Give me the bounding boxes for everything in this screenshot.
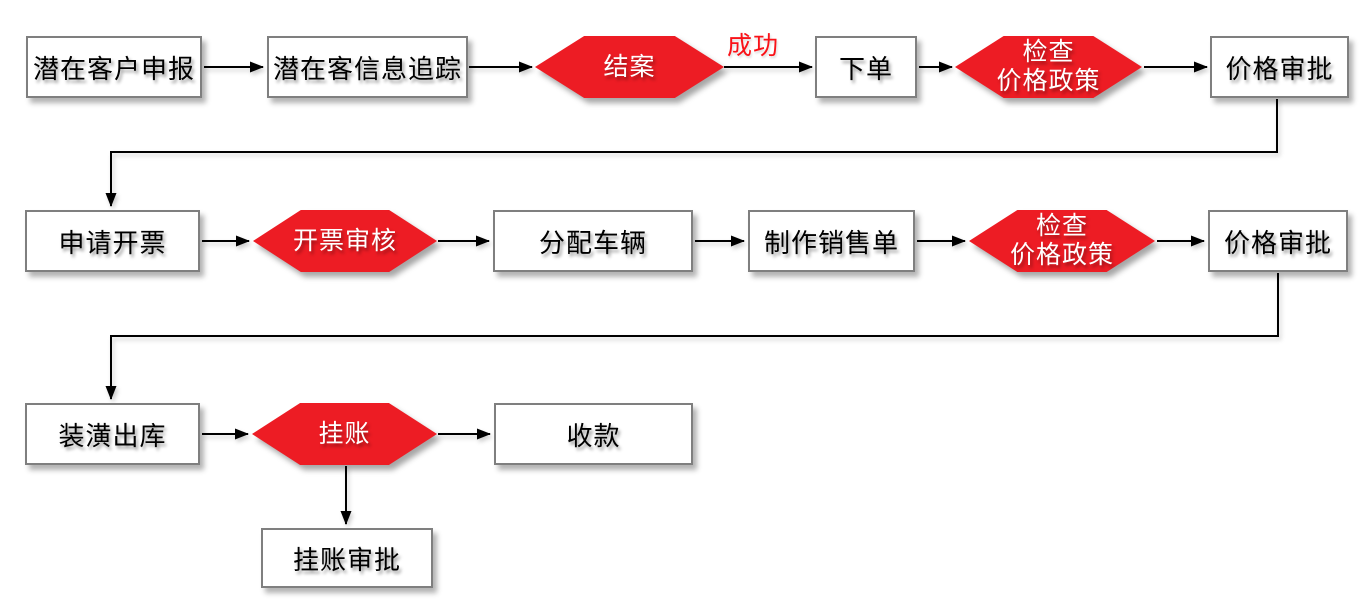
node-place-order: 下单 xyxy=(815,36,917,98)
edge-price-approval-1-to-apply-invoice xyxy=(105,99,1278,207)
node-make-sales-order: 制作销售单 xyxy=(748,210,915,272)
node-on-account-decision: 挂账 xyxy=(252,403,437,465)
edge-label-success: 成功 xyxy=(727,32,780,60)
node-potential-customer-declaration: 潜在客户申报 xyxy=(26,36,202,98)
node-price-approval-1: 价格审批 xyxy=(1210,36,1349,98)
node-price-approval-2: 价格审批 xyxy=(1208,210,1348,272)
node-assign-vehicle: 分配车辆 xyxy=(493,210,693,272)
check-price-policy-hexagon-1: 检查 价格政策 xyxy=(955,36,1142,98)
node-decoration-outbound: 装潢出库 xyxy=(25,403,200,465)
node-check-price-policy-2: 检查 价格政策 xyxy=(969,210,1155,272)
node-invoice-review-decision: 开票审核 xyxy=(253,210,437,272)
check-price-policy-hexagon-2: 检查 价格政策 xyxy=(969,210,1155,272)
node-receive-payment: 收款 xyxy=(494,403,693,465)
invoice-review-hexagon: 开票审核 xyxy=(253,210,437,272)
node-check-price-policy-1: 检查 价格政策 xyxy=(955,36,1142,98)
node-apply-invoice: 申请开票 xyxy=(25,210,200,272)
close-case-hexagon: 结案 xyxy=(535,36,724,98)
node-potential-customer-info-tracking: 潜在客信息追踪 xyxy=(267,36,468,98)
on-account-hexagon: 挂账 xyxy=(252,403,437,465)
node-close-case-decision: 结案 xyxy=(535,36,724,98)
edge-price-approval-2-to-decoration-outbound xyxy=(105,273,1279,400)
node-on-account-approval: 挂账审批 xyxy=(261,528,433,588)
